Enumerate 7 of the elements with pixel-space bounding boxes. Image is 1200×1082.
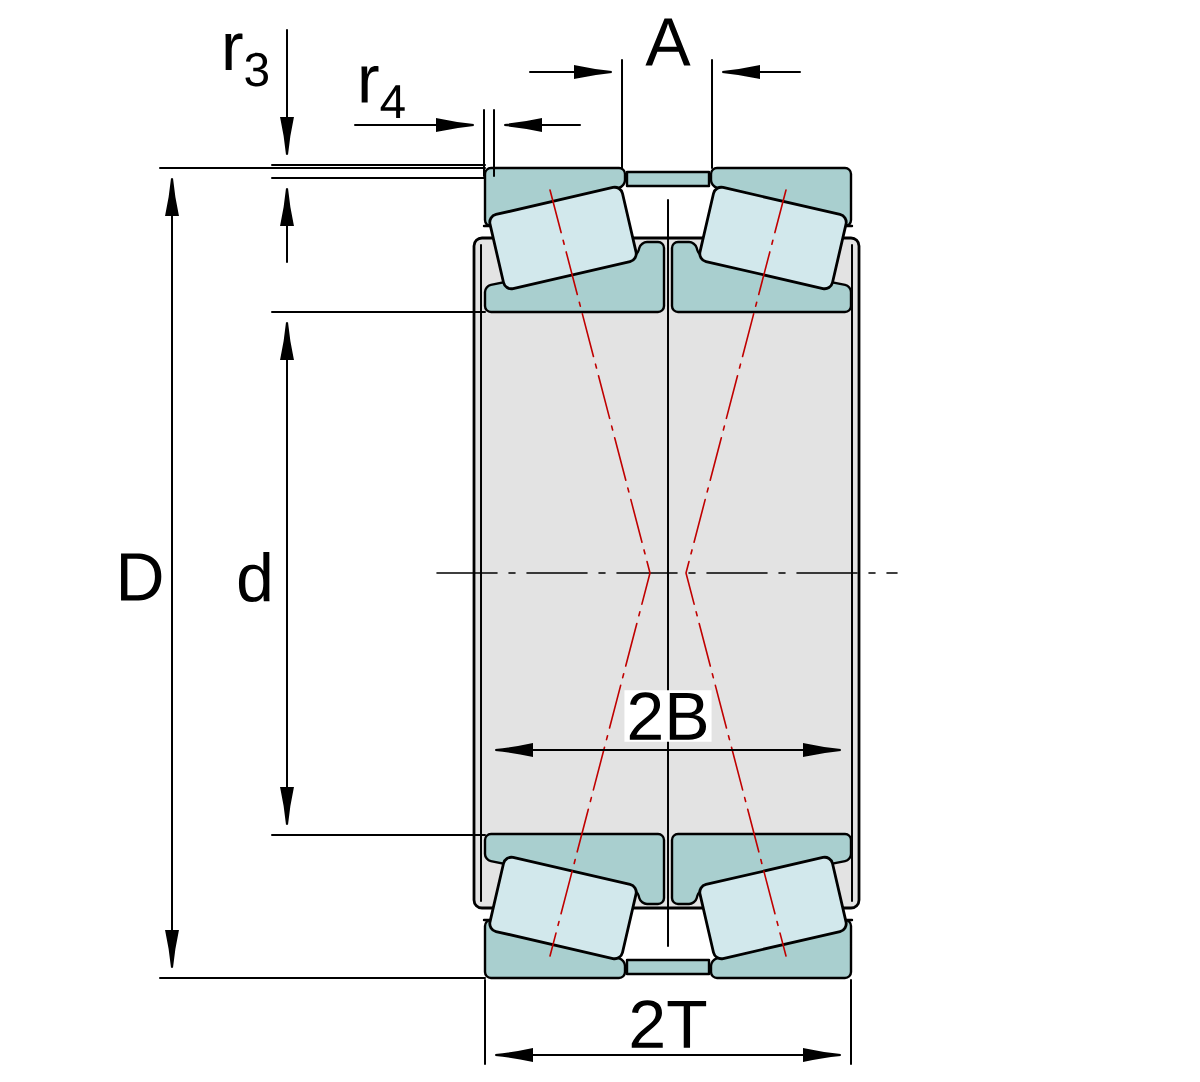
dimension-label: r$_{3}$	[225, 33, 268, 87]
dimension-label: 2B	[624, 690, 712, 742]
dimension-label: d	[238, 552, 270, 602]
dimension-label: r$_{4}$	[361, 65, 405, 119]
dimension-label: A	[645, 18, 691, 66]
dimension-label: D	[121, 553, 162, 601]
dimension-label: 2T	[631, 1000, 707, 1048]
